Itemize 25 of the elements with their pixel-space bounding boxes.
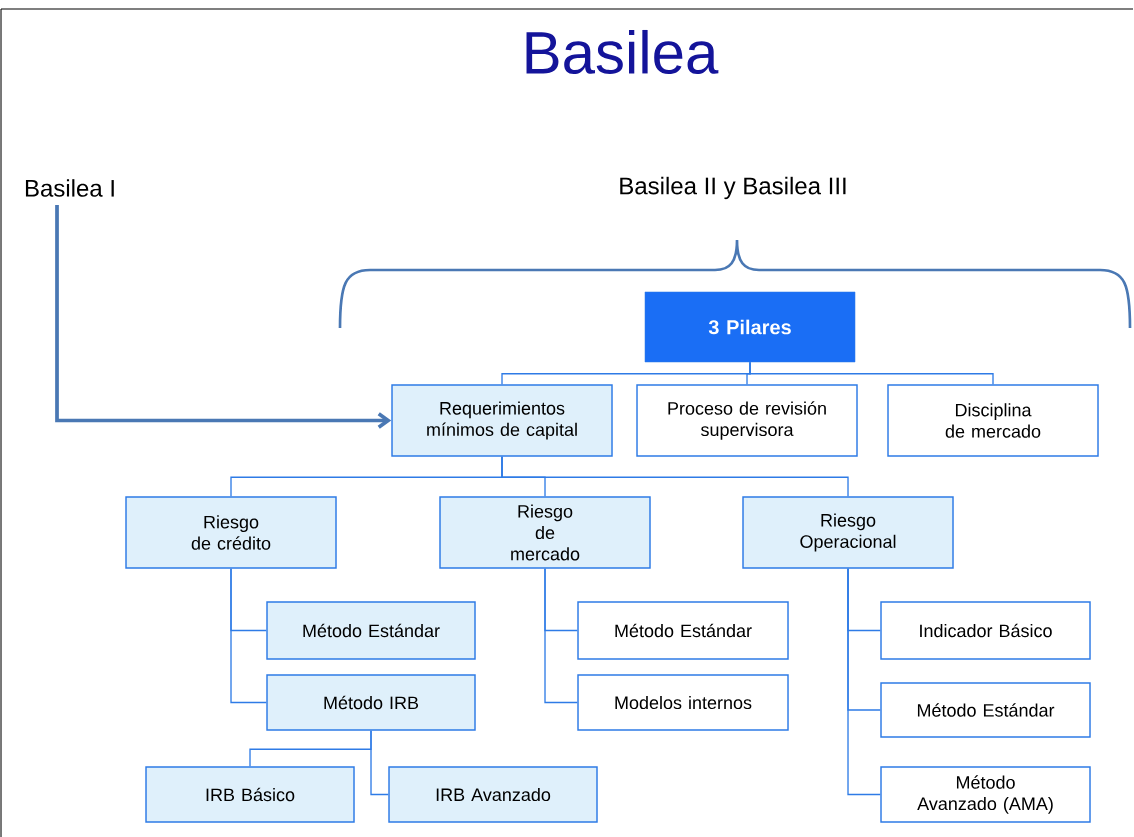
method-box: Indicador Básico (880, 601, 1091, 660)
connector-line (230, 568, 267, 704)
category-box: Riesgo de crédito (125, 496, 337, 569)
method-box: Método IRB (266, 674, 476, 731)
category-box: Requerimientos mínimos de capital (391, 384, 613, 457)
brace-label: Basilea II y Basilea III (620, 176, 846, 200)
method-box: Método Estándar (577, 601, 789, 660)
connector-line (370, 730, 389, 796)
category-box: Proceso de revisión supervisora (636, 384, 858, 457)
connector-line (501, 456, 849, 497)
method-box: Método Avanzado (AMA) (880, 766, 1091, 823)
connector-line (544, 568, 578, 704)
method-box: Método Estándar (880, 682, 1091, 738)
category-box: Disciplina de mercado (887, 384, 1099, 457)
text-label: Basilea I (25, 179, 114, 197)
connector-line (749, 361, 994, 385)
heading-box: 3 Pilares (644, 291, 856, 363)
method-box: IRB Avanzado (388, 766, 598, 823)
title: Basilea (526, 29, 719, 74)
method-box: IRB Básico (145, 766, 355, 823)
method-box: Modelos internos (577, 674, 789, 731)
method-box: Método Estándar (266, 601, 476, 660)
category-box: Riesgo de mercado (439, 496, 651, 569)
connector-line (847, 568, 881, 796)
category-box: Riesgo Operacional (742, 496, 954, 569)
